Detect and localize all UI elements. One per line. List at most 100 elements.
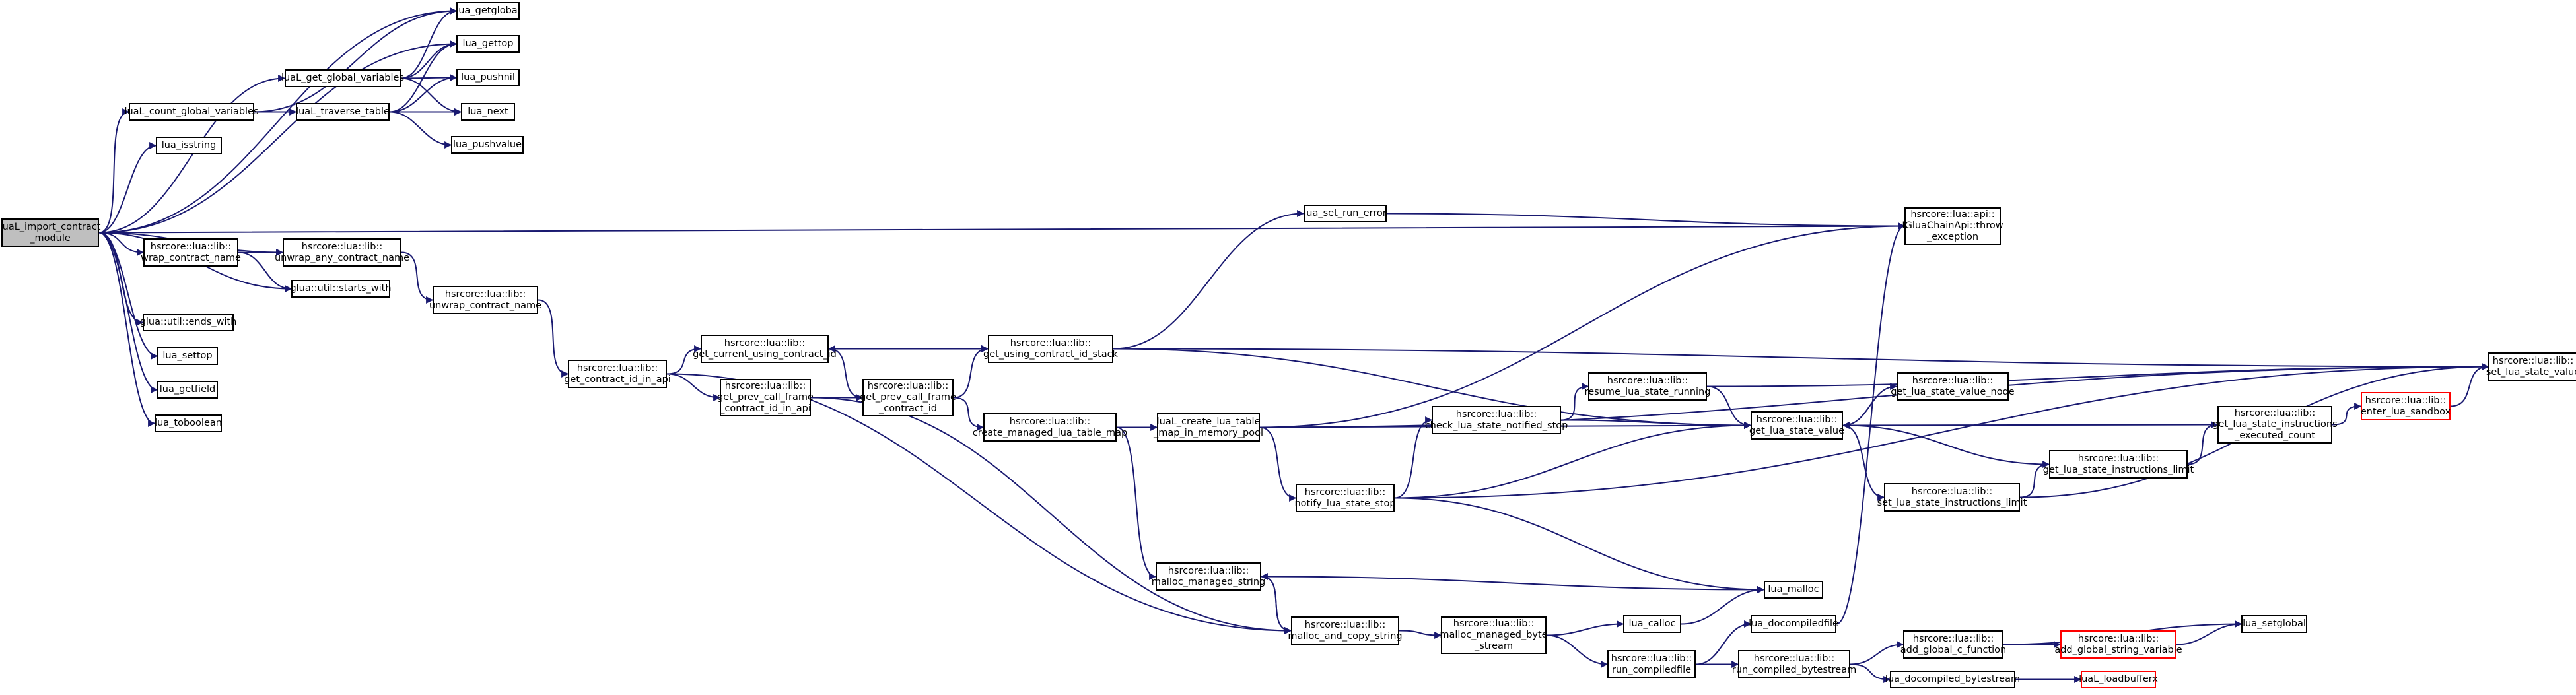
node-lua_docompiledfile[interactable]: lua_docompiledfile [1749,615,1838,633]
node-lua_settop[interactable]: lua_settop [157,347,218,365]
edge-check_lua_state_notified_stop-to-resume_lua_state_running [1560,383,1589,421]
edge-notify_lua_state_stop-to-lua_malloc [1394,497,1765,593]
node-lua_getglobal[interactable]: lua_getglobal [456,2,520,20]
node-IGluaChainApi-throw_exception[interactable]: hsrcore::lua::api::IGluaChainApi::throw_… [1902,207,2003,245]
edge-get_lua_state_instructions_limit-to-get_lua_state_value [1842,422,2050,465]
edge-run_compiled_bytestream-to-docompiled_bytestream [1850,663,1891,683]
edge-luaL_get_global_variables-to-next [400,77,462,116]
edge-root-to-isstring [98,142,157,234]
edge-get_contract_id_in_api-to-get_current_using_contract_id [666,345,702,375]
edge-get_prev_call_frame_contract_id-to-get_using_contract_id_stack [953,345,989,399]
edge-create_lua_table_map_in_memory_pool-to-notify_lua_state_stop [1259,426,1297,502]
edge-resume_lua_state_running-to-get_lua_state_value [1706,385,1752,429]
node-get_using_contract_id_stack[interactable]: hsrcore::lua::lib::get_using_contract_id… [983,335,1118,363]
node-luaL_get_global_variables[interactable]: luaL_get_global_variables [281,69,404,87]
edge-set_run_error-to-throw_exception [1386,213,1906,230]
node-get_lua_state_value_node[interactable]: hsrcore::lua::lib::get_lua_state_value_n… [1891,372,2015,401]
node-lua_setglobal[interactable]: lua_setglobal [2241,615,2307,633]
node-add_global_c_function[interactable]: hsrcore::lua::lib::add_global_c_function [1900,630,2006,659]
node-get_lua_state_value[interactable]: hsrcore::lua::lib::get_lua_state_value [1749,411,1844,440]
edge-root-to-count_global_variables [98,108,130,234]
node-get_lua_state_instructions_executed_count[interactable]: hsrcore::lua::lib::get_lua_state_instruc… [2212,406,2338,444]
node-lua_pushvalue[interactable]: lua_pushvalue [451,136,524,154]
edge-notify_lua_state_stop-to-check_lua_state_notified_stop [1394,416,1433,499]
node-luaL_count_global_variables[interactable]: luaL_count_global_variables [124,103,259,121]
edge-root-to-getfield [98,232,158,393]
node-lua_malloc[interactable]: lua_malloc [1764,581,1823,599]
edge-get_lua_state_instructions_executed_count-to-enter_lua_sandbox [2332,403,2362,426]
node-create_managed_lua_table_map[interactable]: hsrcore::lua::lib::create_managed_lua_ta… [973,413,1127,442]
node-luaL_traverse_table[interactable]: luaL_traverse_table [296,103,390,121]
edge-notify_lua_state_stop-to-get_lua_state_value [1394,422,1752,499]
node-glua-util-ends_with[interactable]: glua::util::ends_with [140,314,236,331]
edge-malloc_managed_byte_stream-to-run_compiledfile [1546,634,1609,668]
edge-get_using_contract_id_stack-to-set_run_error [1113,210,1305,350]
edge-add_global_string_variable-to-setglobal [2176,620,2243,645]
edge-get_lua_state_instructions_executed_count-to-get_lua_state_value [1842,421,2218,429]
node-wrap_contract_name[interactable]: hsrcore::lua::lib::wrap_contract_name [141,238,241,267]
edge-get_using_contract_id_stack-to-set_lua_state_value [1113,348,2489,370]
edge-luaL_get_global_variables-to-pushnil [400,74,458,82]
node-lua_pushnil[interactable]: lua_pushnil [456,69,520,86]
node-lua_isstring[interactable]: lua_isstring [156,137,222,154]
edge-enter_lua_sandbox-to-set_lua_state_value [2450,363,2489,407]
edge-root-to-getglobal [98,7,458,234]
edge-traverse_table-to-gettop [389,40,458,113]
edge-set_lua_state_instructions_limit-to-get_lua_state_instructions_limit [2019,461,2050,498]
node-lua_gettop[interactable]: lua_gettop [456,35,520,53]
node-unwrap_any_contract_name[interactable]: hsrcore::lua::lib::unwrap_any_contract_n… [275,238,409,267]
node-get_lua_state_instructions_limit[interactable]: hsrcore::lua::lib::get_lua_state_instruc… [2043,450,2194,479]
edge-traverse_table-to-pushnil [389,74,458,113]
node-get_prev_call_frame_contract_id[interactable]: hsrcore::lua::lib::get_prev_call_frame_c… [860,379,956,416]
edge-run_compiled_bytestream-to-add_global_c_function [1850,641,1904,665]
edge-get_prev_call_frame_contract_id-to-create_managed_lua_table_map [953,397,985,431]
edge-lua_calloc-to-lua_malloc [1681,586,1765,625]
node-malloc_managed_byte_stream[interactable]: hsrcore::lua::lib::malloc_managed_byte_s… [1440,616,1548,654]
node-enter_lua_sandbox[interactable]: hsrcore::lua::lib::enter_lua_sandbox [2361,392,2451,420]
node-run_compiled_bytestream[interactable]: hsrcore::lua::lib::run_compiled_bytestre… [1732,650,1856,678]
edge-malloc_and_copy_string-to-malloc_managed_string [1260,573,1292,632]
node-luaL_create_lua_table_map_in_memory_pool[interactable]: luaL_create_lua_table_map_in_memory_pool [1154,413,1263,442]
node-lua_set_run_error[interactable]: lua_set_run_error [1304,205,1387,222]
node-set_lua_state_instructions_limit[interactable]: hsrcore::lua::lib::set_lua_state_instruc… [1877,483,2027,512]
node-set_lua_state_value[interactable]: hsrcore::lua::lib::set_lua_state_value [2486,352,2576,381]
edge-malloc_managed_string-to-lua_malloc [1261,576,1765,593]
node-run_compiledfile[interactable]: hsrcore::lua::lib::run_compiledfile [1607,650,1696,678]
node-unwrap_contract_name[interactable]: hsrcore::lua::lib::unwrap_contract_name [429,286,541,314]
node-add_global_string_variable[interactable]: hsrcore::lua::lib::add_global_string_var… [2054,630,2182,659]
edge-docompiledfile-to-throw_exception [1836,222,1906,625]
node-notify_lua_state_stop[interactable]: hsrcore::lua::lib::notify_lua_state_stop [1294,484,1396,512]
node-glua-util-starts_with[interactable]: glua::util::starts_with [290,280,392,298]
node-get_contract_id_in_api[interactable]: hsrcore::lua::lib::get_contract_id_in_ap… [564,360,671,388]
node-lua_calloc[interactable]: lua_calloc [1623,615,1681,633]
edge-get_using_contract_id_stack-to-get_lua_state_value [1113,348,1752,429]
node-get_current_using_contract_id[interactable]: hsrcore::lua::lib::get_current_using_con… [693,335,837,363]
edge-get_lua_state_instructions_limit-to-get_lua_state_instructions_executed_count [2187,421,2219,465]
edge-resume_lua_state_running-to-set_lua_state_value [1706,363,2489,387]
edge-root-to-throw_exception [98,222,1906,234]
edge-luaL_get_global_variables-to-getglobal [400,7,458,79]
node-malloc_and_copy_string[interactable]: hsrcore::lua::lib::malloc_and_copy_strin… [1288,616,1403,645]
node-lua_docompiled_bytestream[interactable]: lua_docompiled_bytestream [1885,671,2020,688]
edge-malloc_and_copy_string-to-malloc_managed_byte_stream [1399,630,1442,639]
node-lua_next[interactable]: lua_next [461,103,515,121]
edge-root-to-settop [98,232,158,360]
edge-wrap_contract_name-to-starts_with [238,251,293,292]
edge-malloc_managed_byte_stream-to-lua_calloc [1546,620,1624,636]
node-check_lua_state_notified_stop[interactable]: hsrcore::lua::lib::check_lua_state_notif… [1425,406,1568,434]
node-luaL_loadbufferx[interactable]: luaL_loadbufferx [2079,671,2158,688]
edge-get_lua_state_value-to-get_lua_state_value_node [1842,383,1898,426]
node-lua_toboolean[interactable]: lua_toboolean [155,414,222,432]
edge-unwrap_contract_name-to-get_contract_id_in_api [538,299,569,378]
edge-luaL_get_global_variables-to-gettop [400,40,458,79]
node-lua_getfield[interactable]: lua_getfield [157,381,218,399]
edge-create_managed_lua_table_map-to-malloc_managed_string [1116,426,1157,580]
edge-root-to-toboolean [98,232,156,427]
node-get_prev_call_frame_contract_id_in_api[interactable]: hsrcore::lua::lib::get_prev_call_frame_c… [717,379,814,416]
node-malloc_managed_string[interactable]: hsrcore::lua::lib::malloc_managed_string [1152,562,1265,591]
edge-root-to-gettop [98,40,458,234]
edge-traverse_table-to-pushvalue [389,111,452,149]
node-resume_lua_state_running[interactable]: hsrcore::lua::lib::resume_lua_state_runn… [1585,372,1710,401]
edge-check_lua_state_notified_stop-to-get_lua_state_value [1560,419,1752,429]
